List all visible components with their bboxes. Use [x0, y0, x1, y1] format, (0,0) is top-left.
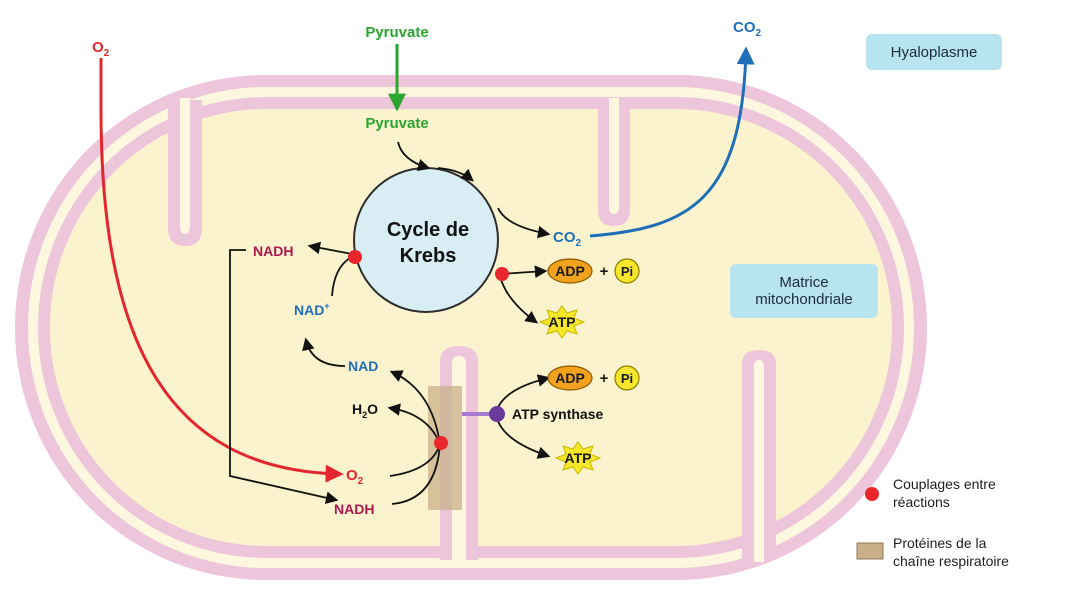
legend-protein-swatch: [856, 542, 884, 560]
nad-plus-label: NAD+: [294, 301, 330, 318]
legend-couplages-line2: réactions: [893, 494, 950, 510]
nad-label: NAD: [348, 358, 378, 374]
adp-upper: [547, 258, 593, 284]
nadh-lower-label: NADH: [334, 501, 374, 517]
adp-upper-label: ADP: [555, 263, 585, 279]
matrix-label-line2: mitochondriale: [755, 291, 853, 308]
atp-lower-label: ATP: [565, 450, 592, 466]
pyruvate-inner-label: Pyruvate: [365, 115, 428, 132]
hyaloplasme-label: Hyaloplasme: [890, 43, 978, 61]
atp-synthase-label: ATP synthase: [512, 406, 604, 422]
atp-synthase-head: [489, 406, 505, 422]
legend-couplages: Couplages entre réactions: [893, 475, 996, 511]
pi-lower: [614, 365, 640, 391]
krebs-cycle-title-line1: Cycle de: [387, 219, 469, 241]
pi-lower-label: Pi: [621, 371, 633, 386]
o2-arrow: [99, 58, 344, 483]
pyruvate-top-label: Pyruvate: [365, 24, 428, 41]
adp-lower-label: ADP: [555, 370, 585, 386]
atp-star-upper: [538, 305, 586, 339]
legend-coupling-dot: [865, 487, 879, 501]
co2-top-label: CO2: [733, 19, 762, 39]
coupling-dots: [348, 250, 509, 450]
legend-proteines-line1: Protéines de la: [893, 535, 987, 551]
o2-top-label: O2: [92, 39, 110, 59]
h2o-label: H2O: [352, 401, 378, 420]
co2-arrow: [589, 46, 755, 238]
adp-lower: [547, 365, 593, 391]
legend-proteines-line2: chaîne respiratoire: [893, 553, 1009, 569]
matrix: [50, 109, 892, 546]
pi-upper-label: Pi: [621, 264, 633, 279]
coupling-dot-nadh: [348, 250, 362, 264]
hyaloplasme-label-box: Hyaloplasme: [866, 34, 1002, 70]
coupling-dot-chain: [434, 436, 448, 450]
co2-inner-label: CO2: [553, 229, 582, 249]
matrix-label-line1: Matrice: [779, 274, 829, 291]
matrix-label-box: Matrice mitochondriale: [730, 264, 878, 318]
legend-proteines: Protéines de la chaîne respiratoire: [893, 534, 1009, 570]
plus-upper: +: [600, 263, 609, 280]
atp-upper-label: ATP: [549, 314, 576, 330]
pi-upper: [614, 258, 640, 284]
legend-couplages-line1: Couplages entre: [893, 476, 996, 492]
atp-star-lower: [554, 441, 602, 475]
o2-inner-label: O2: [346, 467, 364, 487]
krebs-cycle-title-line2: Krebs: [400, 245, 457, 267]
coupling-dot-adp: [495, 267, 509, 281]
nadh-upper-label: NADH: [253, 243, 293, 259]
plus-lower: +: [600, 370, 609, 387]
